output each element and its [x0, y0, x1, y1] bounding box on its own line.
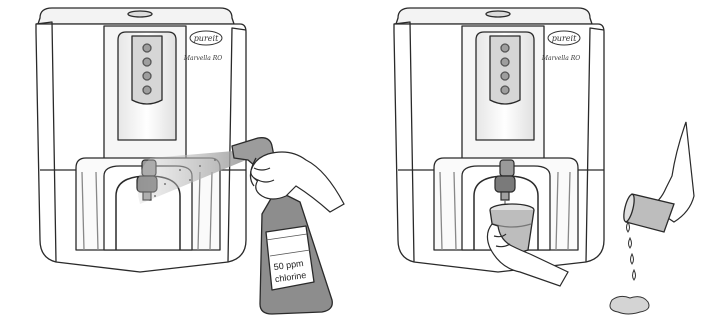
- brand-logo-text-left: pureit: [194, 34, 219, 43]
- model-script-left: Marvella RO: [183, 55, 222, 62]
- brand-logo-left: pureit: [190, 31, 222, 45]
- brand-logo-right: pureit: [548, 31, 580, 45]
- water-puddle: [610, 296, 649, 314]
- water-drops: [627, 222, 636, 280]
- model-script-right: Marvella RO: [541, 55, 580, 62]
- brand-logo-text-right: pureit: [552, 34, 577, 43]
- purifier-left: [36, 8, 246, 272]
